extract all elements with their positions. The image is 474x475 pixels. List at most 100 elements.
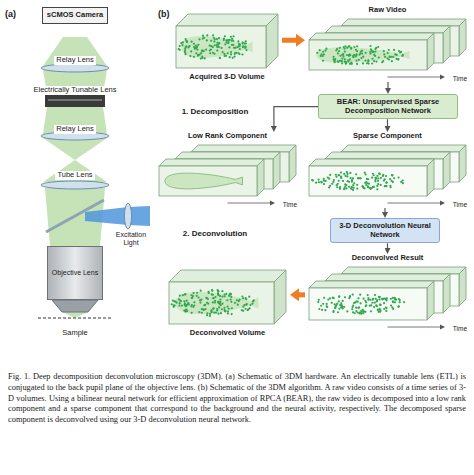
neuron-dot	[210, 40, 212, 42]
neuron-dot	[384, 297, 386, 299]
frame-face	[169, 282, 274, 324]
panel-label-box: (b)	[156, 3, 176, 21]
neuron-dot	[371, 302, 373, 304]
neuron-dot	[338, 174, 340, 176]
neuron-dot	[349, 58, 351, 60]
neuron-dot	[181, 304, 183, 306]
neuron-dot	[317, 301, 319, 303]
frame-side	[257, 159, 264, 196]
neuron-dot	[403, 301, 405, 303]
neuron-dot	[191, 41, 193, 43]
neuron-dot	[205, 48, 207, 50]
neuron-dot	[355, 59, 357, 61]
neuron-dot	[353, 46, 355, 48]
neuron-dot	[315, 182, 317, 184]
neuron-dot	[358, 59, 360, 61]
neuron-dot	[335, 176, 337, 178]
neuron-dot	[321, 309, 323, 311]
neuron-dot	[337, 61, 339, 63]
process-arrow	[384, 208, 385, 212]
neuron-dot	[316, 52, 318, 54]
neuron-dot	[209, 315, 211, 317]
neuron-dot	[386, 297, 388, 299]
neuron-dot	[324, 49, 326, 51]
neuron-dot	[395, 58, 397, 60]
neuron-dot	[391, 306, 393, 308]
neuron-dot	[216, 38, 218, 40]
neuron-dot	[228, 295, 230, 297]
neuron-dot	[338, 300, 340, 302]
frame-side	[443, 152, 450, 189]
neuron-dot	[375, 60, 377, 62]
part-label-box: Tube Lens	[25, 163, 125, 181]
frame-top	[325, 274, 450, 281]
objective-tip	[52, 300, 98, 312]
neuron-dot	[384, 56, 386, 58]
neuron-dot	[224, 295, 226, 297]
neuron-dot	[353, 302, 355, 304]
neuron-dot	[379, 296, 381, 298]
neuron-dot	[225, 293, 227, 295]
neuron-dot	[356, 187, 358, 189]
part-label: Excitation Light	[108, 231, 154, 247]
neuron-dot	[373, 306, 375, 308]
neuron-dot	[380, 184, 382, 186]
neuron-dot	[376, 305, 378, 307]
neuron-dot	[218, 42, 220, 44]
neuron-dot	[204, 308, 206, 310]
neuron-dot	[196, 46, 198, 48]
neuron-dot	[212, 297, 214, 299]
neuron-dot	[357, 177, 359, 179]
neuron-dot	[402, 179, 404, 181]
neuron-dot	[388, 49, 390, 51]
neuron-dot	[363, 310, 365, 312]
neuron-dot	[353, 187, 355, 189]
emission-beam	[43, 37, 107, 318]
neuron-dot	[242, 42, 244, 44]
neuron-dot	[370, 310, 372, 312]
neuron-dot	[238, 53, 240, 55]
neuron-dot	[217, 313, 219, 315]
neuron-dot	[357, 177, 359, 179]
neuron-dot	[332, 56, 334, 58]
neuron-dot	[320, 181, 322, 183]
neuron-dot	[397, 176, 399, 178]
neuron-dot	[350, 47, 352, 49]
neuron-dot	[338, 174, 340, 176]
neuron-dot	[214, 44, 216, 46]
neuron-dot	[221, 290, 223, 292]
neuron-dot	[385, 307, 387, 309]
network-name: BEAR: Unsupervised Sparse Decomposition …	[323, 98, 453, 115]
neuron-dot	[239, 45, 241, 47]
neuron-dot	[191, 297, 193, 299]
neuron-dot	[390, 304, 392, 306]
neuron-dot	[349, 177, 351, 179]
neuron-dot	[212, 52, 214, 54]
neuron-dot	[366, 182, 368, 184]
neuron-dot	[195, 52, 197, 54]
neuron-dot	[332, 311, 334, 313]
neuron-dot	[186, 309, 188, 311]
neuron-dot	[362, 62, 364, 64]
neuron-dot	[323, 178, 325, 180]
neuron-dot	[379, 304, 381, 306]
neuron-dot	[333, 310, 335, 312]
neuron-dot	[327, 177, 329, 179]
neuron-dot	[317, 178, 319, 180]
neuron-dot	[347, 45, 349, 47]
neuron-dot	[200, 290, 202, 292]
neuron-dot	[388, 58, 390, 60]
neuron-dot	[339, 47, 341, 49]
frame-top	[341, 145, 466, 152]
neuron-dot	[201, 55, 203, 57]
neuron-dot	[337, 183, 339, 185]
neuron-dot	[200, 58, 202, 60]
neuron-dot	[210, 309, 212, 311]
frame-top	[169, 270, 286, 282]
neuron-dot	[224, 35, 226, 37]
frame-side	[427, 281, 434, 320]
neuron-dot	[244, 308, 246, 310]
neuron-dot	[188, 45, 190, 47]
frame-top	[191, 145, 296, 152]
zebrafish-outline	[181, 36, 252, 58]
